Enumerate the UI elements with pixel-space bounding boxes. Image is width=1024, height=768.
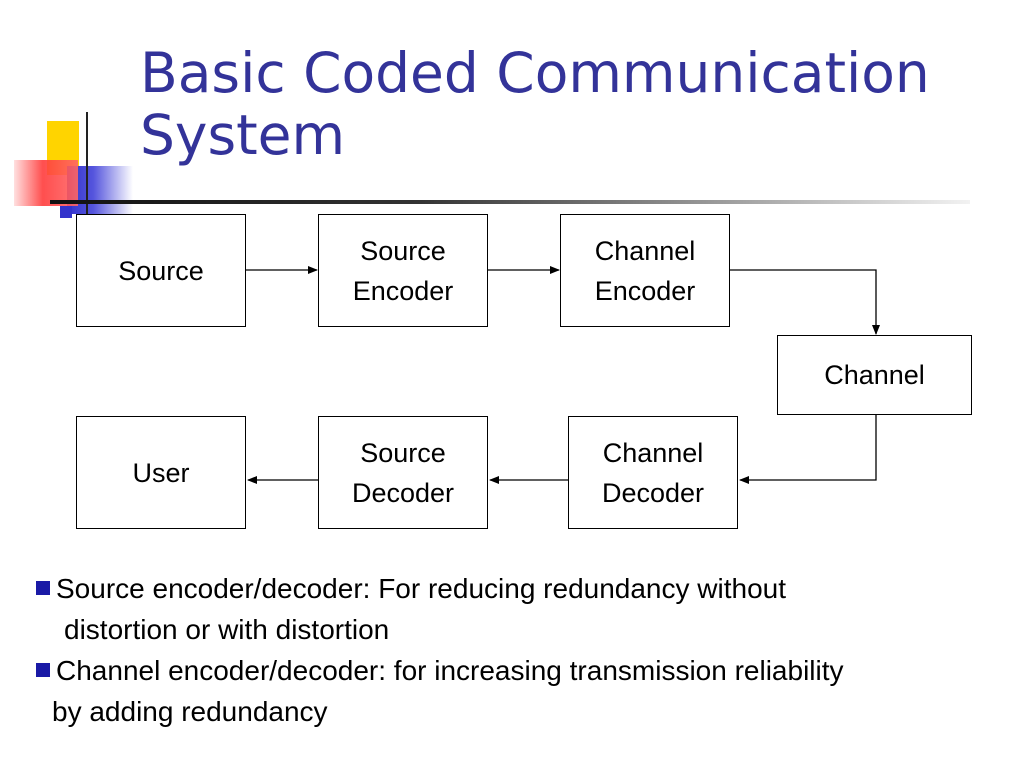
- slide-title: Basic Coded Communication System: [140, 42, 1010, 166]
- source-encoder-label: Source Encoder: [352, 235, 454, 306]
- channel-encoder-label: Channel Encoder: [594, 235, 696, 306]
- title-line-2: System: [140, 103, 346, 167]
- channel-decoder-label: Channel Decoder: [601, 437, 705, 508]
- bullet-list: Source encoder/decoder: For reducing red…: [32, 568, 1022, 732]
- channel-label: Channel: [824, 360, 925, 390]
- bullet-square-icon: [36, 663, 50, 677]
- bullet-line: distortion or with distortion: [64, 614, 390, 645]
- source-label: Source: [118, 255, 204, 286]
- bullet-item: Source encoder/decoder: For reducing red…: [32, 568, 1022, 650]
- arrow-channel-to-channel-decoder: [739, 415, 877, 484]
- title-divider: [50, 200, 970, 204]
- bullet-line: by adding redundancy: [52, 696, 328, 727]
- source-decoder-box: Source Decoder: [318, 416, 488, 529]
- user-box: User: [76, 416, 246, 529]
- channel-decoder-box: Channel Decoder: [568, 416, 738, 529]
- decor-vertical-line: [86, 112, 88, 219]
- source-decoder-label: Source Decoder: [351, 437, 455, 508]
- bullet-line: Channel encoder/decoder: for increasing …: [56, 655, 844, 686]
- bullet-line: Source encoder/decoder: For reducing red…: [56, 573, 786, 604]
- title-line-1: Basic Coded Communication: [140, 41, 930, 105]
- source-encoder-box: Source Encoder: [318, 214, 488, 327]
- channel-encoder-box: Channel Encoder: [560, 214, 730, 327]
- user-label: User: [132, 457, 190, 488]
- decor-red-square: [14, 160, 78, 206]
- channel-box: Channel: [777, 335, 972, 415]
- bullet-item: Channel encoder/decoder: for increasing …: [32, 650, 1022, 732]
- decor-blue-square: [67, 166, 133, 214]
- arrow-channel-encoder-to-channel: [729, 269, 880, 335]
- source-box: Source: [76, 214, 246, 327]
- bullet-square-icon: [36, 581, 50, 595]
- decor-small-blue-square: [60, 206, 72, 218]
